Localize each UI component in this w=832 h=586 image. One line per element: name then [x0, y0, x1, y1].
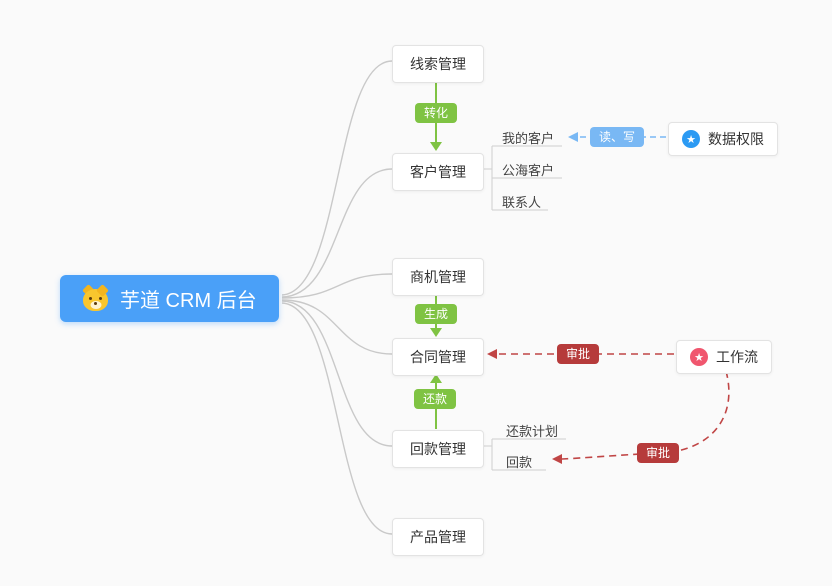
node-workflow: ★ 工作流	[676, 340, 772, 374]
star-icon: ★	[690, 348, 708, 366]
node-data-permission: ★ 数据权限	[668, 122, 778, 156]
star-icon: ★	[682, 130, 700, 148]
edge-label-generate: 生成	[414, 304, 458, 324]
node-receivable-management: 回款管理	[392, 430, 484, 468]
dog-logo-icon	[82, 286, 109, 311]
node-label: 回款管理	[410, 441, 466, 457]
node-opportunity-management: 商机管理	[392, 258, 484, 296]
leaf-repayment-plan: 还款计划	[506, 424, 559, 439]
edge-label-convert: 转化	[414, 103, 458, 123]
node-label: 工作流	[716, 349, 758, 365]
node-product-management: 产品管理	[392, 518, 484, 556]
leaf-public-sea-customers: 公海客户	[502, 163, 555, 178]
node-lead-management: 线索管理	[392, 45, 484, 83]
node-label: 数据权限	[708, 131, 764, 147]
leaf-contacts: 联系人	[502, 195, 542, 210]
edge-label-read-write: 读、写	[589, 127, 645, 147]
node-contract-management: 合同管理	[392, 338, 484, 376]
node-customer-management: 客户管理	[392, 153, 484, 191]
leaf-receipt: 回款	[506, 455, 533, 470]
edge-label-approve-contract: 审批	[556, 344, 600, 364]
node-label: 客户管理	[410, 164, 466, 180]
leaf-connectors	[480, 145, 566, 471]
node-label: 商机管理	[410, 269, 466, 285]
node-label: 产品管理	[410, 529, 466, 545]
leaf-my-customers: 我的客户	[502, 131, 555, 146]
root-branch-connectors	[281, 60, 393, 535]
node-label: 合同管理	[410, 349, 466, 365]
root-node: 芋道 CRM 后台	[60, 275, 279, 322]
edge-label-repay: 还款	[413, 389, 457, 409]
edge-label-approve-receivable: 审批	[636, 443, 680, 463]
green-flow-arrows	[430, 79, 442, 429]
node-label: 线索管理	[410, 56, 466, 72]
root-node-label: 芋道 CRM 后台	[120, 290, 257, 312]
